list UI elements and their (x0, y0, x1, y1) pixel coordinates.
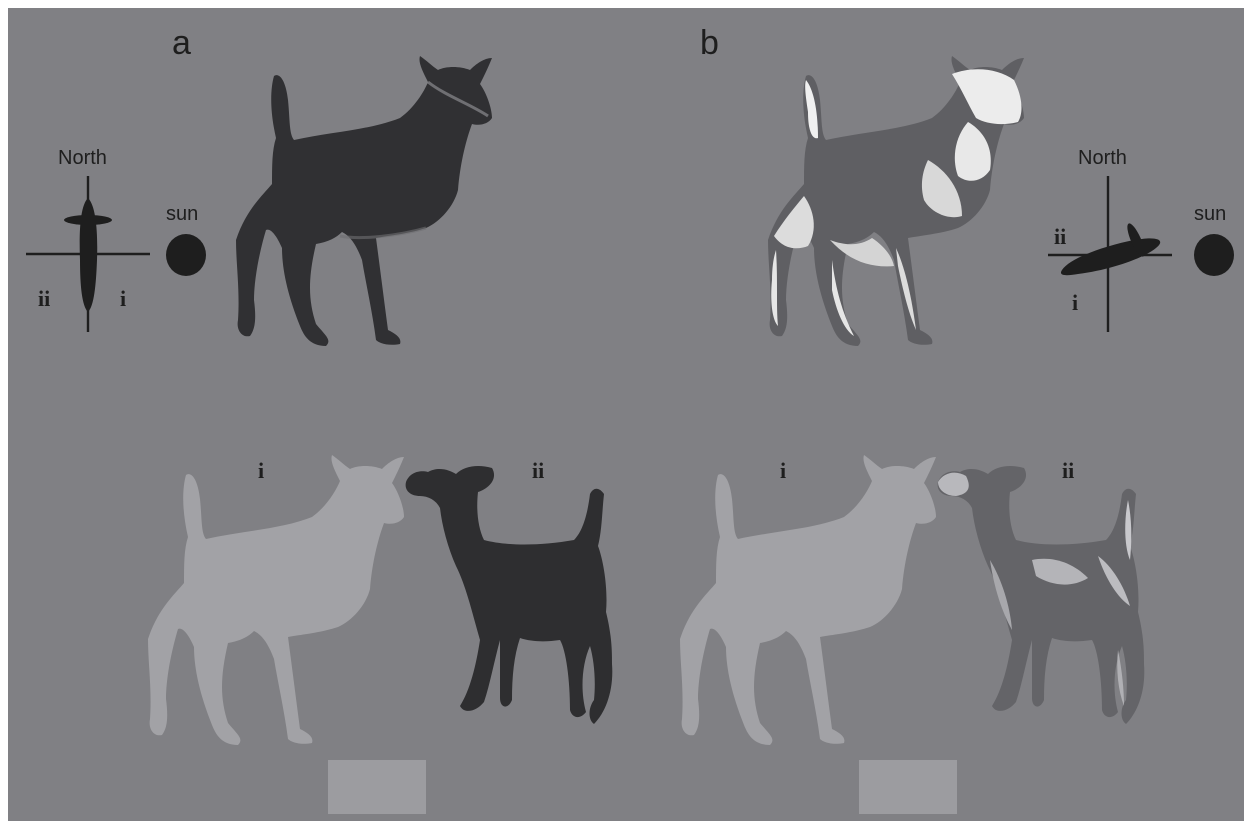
sun-a (166, 234, 206, 276)
compass-a-sun-label: sun (166, 204, 198, 224)
view-a-i-label: i (258, 460, 264, 482)
deer-a-shaded (236, 56, 492, 346)
sun-b (1194, 234, 1234, 276)
swatch-a (328, 760, 426, 814)
silhouette-b-ii (938, 466, 1145, 724)
panel-a-letter: a (172, 26, 191, 60)
swatch-b (859, 760, 957, 814)
view-b-ii-label: ii (1062, 460, 1074, 482)
deer-b-shaded (768, 56, 1024, 346)
view-b-i-label: i (780, 460, 786, 482)
silhouette-b-i (680, 455, 936, 745)
panel-b-letter: b (700, 26, 719, 60)
compass-a-label-ii: ii (38, 288, 50, 310)
view-a-ii-label: ii (532, 460, 544, 482)
silhouette-a-ii (406, 466, 613, 724)
compass-a-north-label: North (58, 148, 107, 168)
compass-b-label-ii: ii (1054, 226, 1066, 248)
compass-b (1048, 176, 1172, 332)
compass-b-north-label: North (1078, 148, 1127, 168)
compass-a-label-i: i (120, 288, 126, 310)
silhouette-a-i (148, 455, 404, 745)
compass-b-sun-label: sun (1194, 204, 1226, 224)
compass-b-label-i: i (1072, 292, 1078, 314)
